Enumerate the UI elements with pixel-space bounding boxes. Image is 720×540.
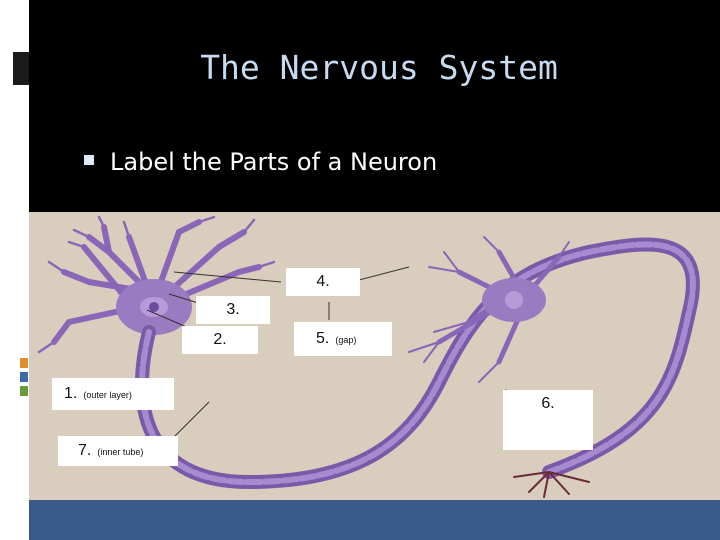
label-2[interactable]: 2.	[182, 326, 258, 354]
side-marker-orange	[20, 358, 28, 368]
title-accent-block	[13, 52, 29, 85]
label-number: 6.	[541, 395, 555, 412]
bottom-bar	[29, 500, 720, 540]
square-bullet-icon	[84, 155, 94, 165]
label-number: 2.	[213, 331, 227, 348]
label-number: 7.	[78, 442, 92, 459]
label-6[interactable]: 6.	[503, 390, 593, 450]
label-5[interactable]: 5. (gap)	[294, 322, 392, 356]
label-1[interactable]: 1. (outer layer)	[52, 378, 174, 410]
slide-title: The Nervous System	[200, 48, 558, 87]
label-note: (inner tube)	[97, 447, 144, 457]
label-number: 5.	[316, 330, 330, 347]
bullet-text: Label the Parts of a Neuron	[110, 148, 438, 176]
label-note: (gap)	[335, 335, 357, 345]
label-3[interactable]: 3.	[196, 296, 270, 324]
label-number: 3.	[226, 301, 240, 318]
label-7[interactable]: 7. (inner tube)	[58, 436, 178, 466]
label-number: 4.	[316, 273, 330, 290]
label-number: 1.	[64, 385, 78, 402]
label-note: (outer layer)	[83, 390, 132, 400]
side-marker-blue	[20, 372, 28, 382]
left-margin-strip	[0, 0, 29, 540]
neuron-diagram	[29, 212, 720, 500]
bullet-item: Label the Parts of a Neuron	[84, 148, 437, 176]
side-marker-green	[20, 386, 28, 396]
label-4[interactable]: 4.	[286, 268, 360, 296]
